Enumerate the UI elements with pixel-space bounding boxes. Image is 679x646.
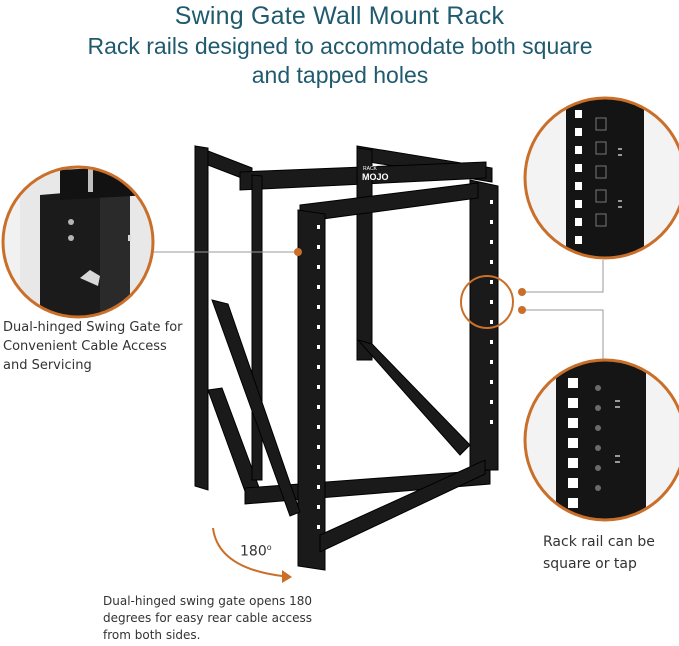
swing-callout-text: Dual-hinged swing gate opens 180 degrees… — [103, 593, 333, 644]
rail-holes — [317, 200, 493, 529]
brand-logo: MOJO — [362, 172, 389, 182]
swing-degrees-label: 180o — [240, 543, 272, 560]
hinge-callout-line-1: Dual-hinged Swing Gate for — [3, 320, 183, 335]
swing-arc-arrow — [212, 527, 292, 583]
swing-callout-line-3: from both sides. — [103, 628, 201, 642]
callout-lines — [150, 251, 604, 360]
page-subtitle: Rack rails designed to accommodate both … — [40, 32, 640, 90]
hinge-callout-line-2: Convenient Cable Access — [3, 339, 167, 354]
rail-zoom-circle-top — [523, 96, 679, 260]
brand-logo-small: RACK — [363, 166, 378, 172]
degree-mark: o — [266, 543, 272, 552]
swing-degrees-value: 180 — [240, 543, 267, 560]
subtitle-line-2: and tapped holes — [251, 62, 429, 88]
subtitle-line-1: Rack rails designed to accommodate both … — [87, 33, 593, 59]
rail-callout-line-2: square or tap — [543, 556, 637, 572]
rail-callout-dot-bottom — [518, 306, 526, 314]
swing-callout-line-1: Dual-hinged swing gate opens 180 — [103, 594, 313, 608]
hinge-zoom-circle — [1, 165, 155, 319]
rail-highlight-ring — [460, 275, 514, 329]
page-title: Swing Gate Wall Mount Rack — [174, 2, 505, 30]
hinge-callout-text: Dual-hinged Swing Gate for Convenient Ca… — [3, 318, 203, 375]
rail-callout-dot-top — [518, 288, 526, 296]
rail-callout-text: Rack rail can be square or tap — [543, 531, 679, 575]
hinge-callout-dot — [294, 248, 302, 256]
hinge-callout-line-3: and Servicing — [3, 358, 92, 373]
rail-callout-line-1: Rack rail can be — [543, 534, 655, 550]
swing-gate-rack — [194, 145, 499, 571]
swing-callout-line-2: degrees for easy rear cable access — [103, 611, 313, 625]
rail-zoom-circle-bottom — [523, 358, 679, 522]
